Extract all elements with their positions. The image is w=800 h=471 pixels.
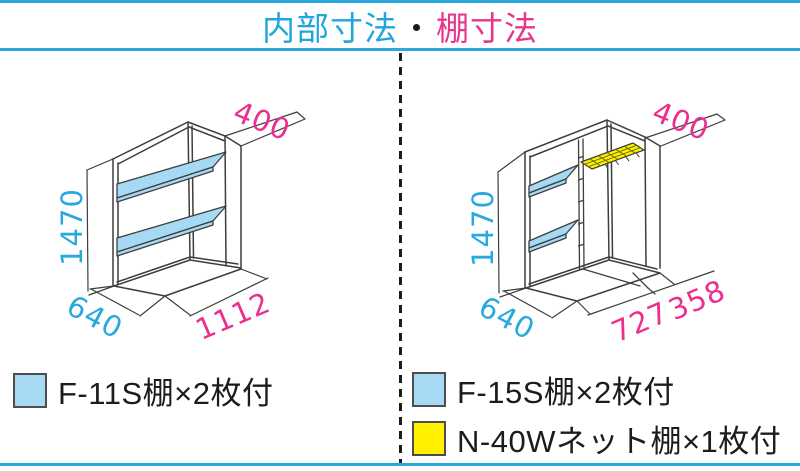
bottom-rule [0,463,800,466]
panel-divider-dashed-line [399,53,402,463]
left-unit-legend: F-11S棚×2枚付 [13,371,273,411]
left-lower-shelf [116,205,227,257]
right-height-dim-lines [497,151,527,298]
left-height-dim-label: 1470 [55,188,89,266]
title-shelf-dimensions: 棚寸法 [436,10,538,47]
right-unit-legend: F-15S棚×2枚付 N-40Wネット棚×1枚付 [412,370,781,459]
legend-label: F-11S棚×2枚付 [58,375,274,411]
right-depth-dim-lines [502,287,578,319]
title-separator-dot: ・ [400,10,434,47]
legend-label: F-15S棚×2枚付 [457,374,675,410]
left-upper-shelf [116,151,227,203]
legend-row-shelf: F-15S棚×2枚付 [412,370,781,410]
right-height-dim-label: 1470 [466,189,500,267]
left-width-dim-lines [164,268,269,317]
right-shelf-depth-dim-lines [644,113,726,147]
legend-row-net-shelf: N-40Wネット棚×1枚付 [412,419,781,459]
right-lower-shelf [528,219,579,253]
title-underline-rule [0,48,800,51]
right-width-dim-lines [576,270,715,316]
net-shelf [580,142,645,170]
top-rule [0,0,800,3]
left-shelf-depth-dim-lines [224,111,306,147]
left-unit-isometric-drawing [86,111,306,317]
left-height-dim-lines [86,158,115,296]
shelf-color-swatch [412,371,446,407]
net-shelf-color-swatch [412,420,446,456]
page-title: 内部寸法 ・ 棚寸法 [0,3,800,49]
right-upper-shelf [528,164,579,198]
title-interior-dimensions: 内部寸法 [262,10,398,47]
shelf-color-swatch [13,372,47,408]
legend-label: N-40Wネット棚×1枚付 [457,423,782,459]
shelf-support-pole [577,138,585,271]
right-unit-isometric-drawing [497,113,726,319]
legend-row-shelf: F-11S棚×2枚付 [13,371,273,411]
left-depth-dim-lines [89,285,166,317]
